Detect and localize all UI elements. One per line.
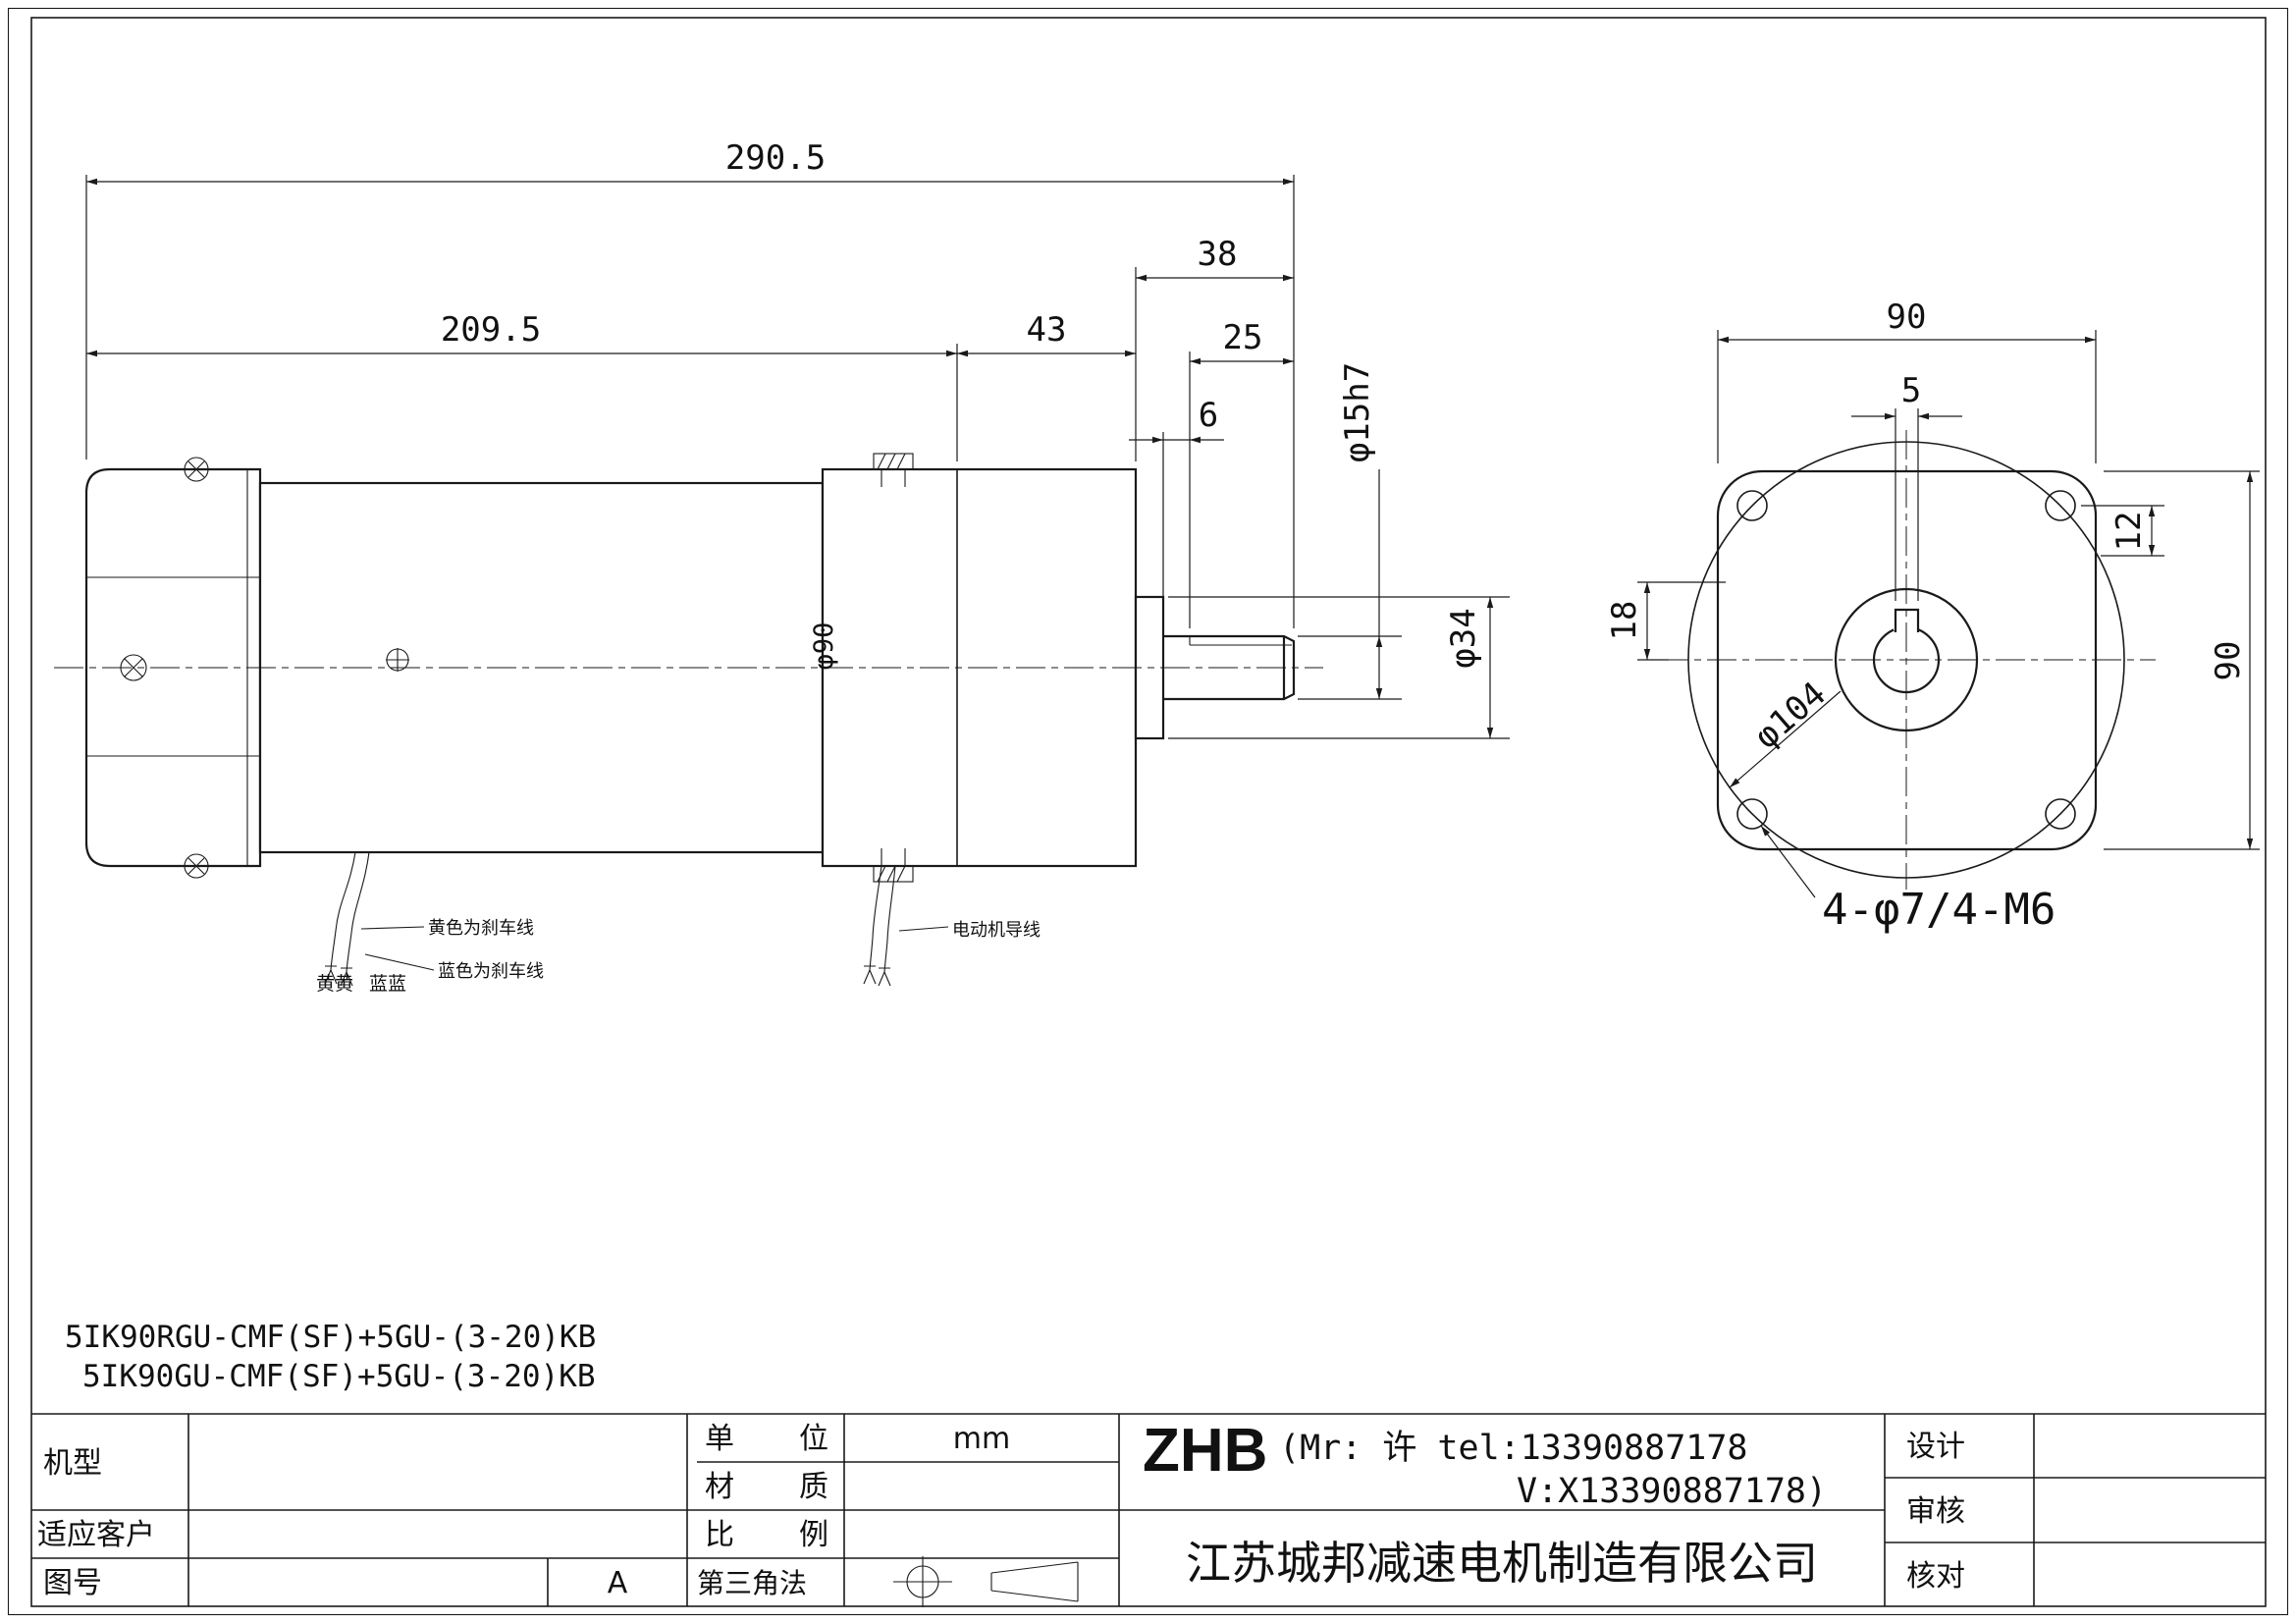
design-label: 设计 bbox=[1906, 1430, 1965, 1464]
dim-gearbox-label: 43 bbox=[1027, 310, 1067, 350]
check-label: 核对 bbox=[1906, 1559, 1965, 1594]
mount-holes-leader bbox=[1760, 825, 1816, 898]
contact-line1: (Mr: 许 tel:13390887178 bbox=[1279, 1429, 1748, 1468]
shaft-keyway-line bbox=[1189, 636, 1292, 646]
dim-shaft-ext-label: 38 bbox=[1198, 235, 1238, 274]
end-extension-lines bbox=[1637, 330, 2260, 850]
unit-label: 单 位 bbox=[705, 1422, 846, 1456]
wire-color-blue-label: 蓝蓝 bbox=[369, 973, 406, 995]
motor-lead-label: 电动机导线 bbox=[952, 920, 1041, 941]
contact-line2: V:X13390887178) bbox=[1517, 1472, 1827, 1511]
dim-shaft-dia-label: φ15h7 bbox=[1338, 362, 1377, 462]
dim-width-label: 90 bbox=[1887, 298, 1927, 337]
side-view: 290.5 209.5 43 38 25 6 φ15h7 φ34 φ90 黄色为… bbox=[54, 138, 1510, 995]
motor-lead-wires bbox=[863, 865, 949, 987]
dim-height-label: 90 bbox=[2209, 641, 2248, 681]
sheet-frame bbox=[7, 7, 2289, 1616]
unit-value: mm bbox=[953, 1422, 1010, 1456]
bolt-circle-leader bbox=[1729, 690, 1842, 788]
review-label: 审核 bbox=[1906, 1494, 1965, 1529]
scale-label: 比 例 bbox=[705, 1518, 846, 1552]
brake-wire-yellow-label: 黄色为刹车线 bbox=[428, 918, 534, 939]
projection-symbol bbox=[893, 1556, 1079, 1607]
mount-hole-tl bbox=[1736, 490, 1768, 521]
model-code-1: 5IK90RGU-CMF(SF)+5GU-(3-20)KB bbox=[65, 1320, 596, 1355]
mount-hole-tr bbox=[2045, 490, 2076, 521]
revision-value: A bbox=[608, 1566, 628, 1600]
dim-offset-label: 18 bbox=[1605, 601, 1644, 641]
dim-key-len-label: 25 bbox=[1223, 318, 1263, 357]
dim-boss-gap-label: 6 bbox=[1199, 396, 1218, 435]
end-view-centerlines bbox=[1659, 430, 2156, 890]
company-name: 江苏城邦减速电机制造有限公司 bbox=[1186, 1537, 1818, 1590]
brake-wires bbox=[324, 851, 435, 987]
outer-border bbox=[7, 7, 2289, 1616]
material-label: 材 质 bbox=[705, 1470, 846, 1504]
title-block: 机型 适应客户 图号 A 单 位 材 质 比 例 第三角法 mm ZHB (Mr… bbox=[31, 1413, 2266, 1607]
dim-key-width-label: 5 bbox=[1901, 371, 1921, 410]
projection-label: 第三角法 bbox=[697, 1567, 807, 1599]
dim-key-top-label: 12 bbox=[2109, 512, 2149, 552]
screw-bottom bbox=[184, 853, 209, 879]
screw-top bbox=[184, 457, 209, 482]
model-codes: 5IK90RGU-CMF(SF)+5GU-(3-20)KB 5IK90GU-CM… bbox=[65, 1320, 596, 1394]
model-row-label: 机型 bbox=[43, 1446, 102, 1481]
clamp-bolt-top bbox=[873, 453, 914, 487]
mount-hole-br bbox=[2045, 798, 2076, 830]
customer-row-label: 适应客户 bbox=[37, 1518, 155, 1552]
brand-logo: ZHB bbox=[1143, 1417, 1267, 1485]
wire-color-yellow-label: 黄黄 bbox=[316, 973, 353, 995]
mount-holes-label: 4-φ7/4-M6 bbox=[1822, 885, 2056, 935]
drawing-no-label: 图号 bbox=[43, 1566, 102, 1600]
mount-hole-bl bbox=[1736, 798, 1768, 830]
inner-border bbox=[30, 17, 2267, 1607]
dim-body-dia-label: φ90 bbox=[809, 622, 839, 671]
dim-motor-label: 209.5 bbox=[441, 310, 541, 350]
side-extension-lines bbox=[85, 175, 1510, 739]
dim-overall-label: 290.5 bbox=[725, 138, 826, 178]
model-code-2: 5IK90GU-CMF(SF)+5GU-(3-20)KB bbox=[82, 1359, 596, 1394]
title-block-grid bbox=[31, 1413, 2266, 1606]
brake-wire-blue-label: 蓝色为刹车线 bbox=[438, 961, 544, 982]
dim-boss-dia-label: φ34 bbox=[1444, 608, 1483, 668]
end-view: 90 5 12 18 90 φ104 4-φ7/4-M6 bbox=[1605, 298, 2260, 935]
